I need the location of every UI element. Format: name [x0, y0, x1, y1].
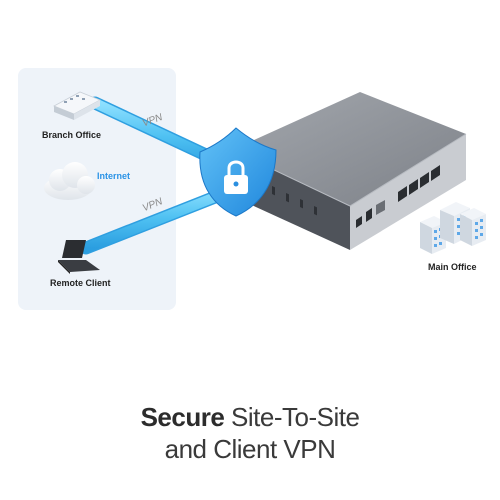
- lock-shield-icon: [199, 127, 277, 217]
- internet-cloud-icon: [44, 162, 95, 200]
- laptop-icon: [58, 240, 100, 274]
- branch-office-router-icon: [53, 91, 101, 120]
- headline-bold: Secure: [140, 402, 225, 432]
- remote-client-label: Remote Client: [50, 278, 111, 288]
- headline-line-1: Secure Site-To-Site: [0, 402, 500, 433]
- headline-line-1-rest: Site-To-Site: [224, 402, 360, 432]
- main-office-buildings-icon: [420, 202, 486, 254]
- branch-office-label: Branch Office: [42, 130, 102, 140]
- ethernet-ports: [356, 165, 440, 228]
- headline-line-2: and Client VPN: [164, 434, 336, 464]
- internet-label: Internet: [97, 171, 131, 181]
- main-office-label: Main Office: [428, 262, 477, 272]
